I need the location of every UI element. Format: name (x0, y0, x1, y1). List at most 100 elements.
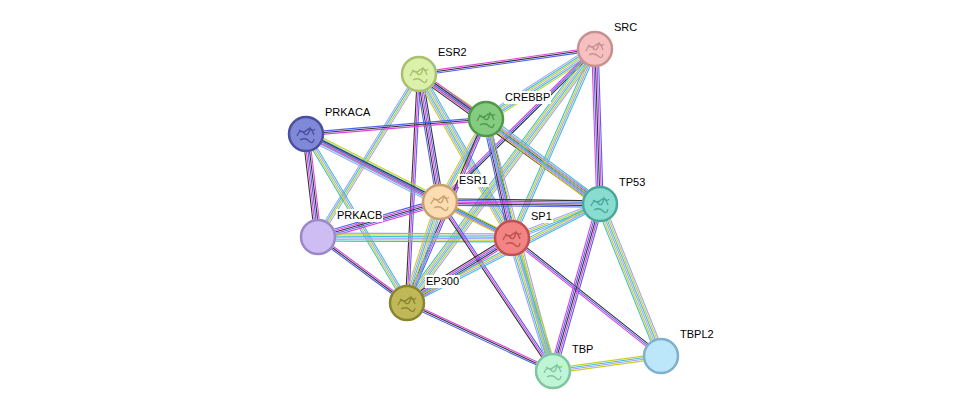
interaction-edge (458, 199, 582, 207)
evidence-line (455, 212, 495, 232)
evidence-line (336, 209, 423, 234)
evidence-line (555, 220, 592, 352)
node-circle (422, 184, 458, 220)
evidence-line (502, 128, 587, 191)
evidence-line (556, 221, 593, 353)
evidence-line (324, 119, 468, 131)
evidence-line (558, 221, 595, 353)
evidence-line (488, 137, 546, 354)
evidence-line (521, 254, 551, 353)
interaction-edge (570, 356, 643, 371)
evidence-line (604, 222, 652, 341)
evidence-line (499, 132, 584, 195)
interaction-edge (414, 61, 587, 291)
node-circle (389, 285, 425, 321)
protein-node: EP300 (389, 285, 425, 321)
evidence-line (607, 220, 655, 339)
evidence-line (420, 92, 435, 184)
protein-node: TBPL2 (643, 338, 679, 374)
evidence-line (321, 144, 495, 232)
evidence-line (324, 139, 426, 191)
node-label: CREBBP (504, 91, 551, 104)
evidence-line (456, 211, 496, 231)
evidence-line (493, 136, 551, 353)
evidence-line (423, 311, 536, 364)
evidence-line (320, 146, 422, 198)
evidence-line (305, 152, 313, 219)
evidence-line (503, 127, 588, 190)
evidence-line (422, 247, 496, 293)
evidence-line (335, 207, 422, 232)
evidence-line (501, 129, 586, 192)
node-circle (468, 101, 504, 137)
evidence-line (458, 205, 582, 207)
evidence-line (322, 142, 496, 230)
interaction-edge (422, 210, 585, 297)
node-circle (577, 31, 613, 67)
evidence-line (336, 241, 494, 243)
evidence-line (561, 222, 598, 354)
evidence-line (336, 236, 494, 238)
evidence-line (332, 248, 392, 293)
evidence-line (336, 234, 494, 236)
evidence-line (336, 233, 494, 235)
evidence-line (323, 141, 497, 229)
evidence-line (334, 204, 421, 229)
node-label: SP1 (530, 210, 553, 223)
evidence-line (421, 245, 495, 291)
evidence-line (517, 255, 547, 354)
evidence-line (416, 136, 481, 287)
evidence-line (452, 61, 581, 189)
node-label: ESR2 (437, 46, 468, 59)
interaction-edge (423, 309, 538, 365)
evidence-line (521, 66, 590, 222)
node-circle (535, 353, 571, 389)
protein-node: CREBBP (468, 101, 504, 137)
protein-node: ESR1 (422, 184, 458, 220)
evidence-line (414, 136, 479, 287)
node-circle (401, 56, 437, 92)
protein-node: PRKACA (288, 116, 324, 152)
evidence-line (457, 208, 497, 228)
protein-node: SP1 (494, 220, 530, 256)
evidence-line (423, 212, 584, 295)
evidence-line (606, 221, 654, 340)
interaction-edge (321, 141, 496, 232)
evidence-line (571, 361, 643, 371)
interaction-edge (336, 233, 494, 242)
interaction-edge (592, 67, 602, 186)
node-circle (494, 220, 530, 256)
evidence-line (500, 130, 585, 193)
interaction-edge (332, 246, 394, 293)
evidence-line (520, 254, 550, 353)
evidence-line (610, 219, 658, 338)
evidence-line (513, 256, 543, 355)
evidence-line (335, 205, 422, 230)
evidence-line (515, 256, 545, 355)
evidence-line (500, 57, 579, 108)
protein-node: TBP (535, 353, 571, 389)
interaction-edge (513, 254, 551, 355)
evidence-line (502, 61, 581, 112)
node-circle (300, 219, 336, 255)
evidence-line (498, 133, 583, 196)
evidence-line (432, 87, 584, 196)
node-label: ESR1 (458, 174, 489, 187)
evidence-line (332, 249, 392, 294)
evidence-line (419, 92, 434, 184)
evidence-line (336, 237, 494, 239)
evidence-line (571, 359, 643, 369)
evidence-line (491, 136, 549, 353)
node-label: SRC (613, 21, 638, 34)
evidence-line (424, 309, 537, 362)
evidence-line (423, 213, 584, 296)
node-circle (288, 116, 324, 152)
protein-node: PRKACB (300, 219, 336, 255)
interaction-edge (334, 204, 423, 235)
node-label: TP53 (618, 176, 646, 189)
interaction-edge (555, 220, 598, 354)
interaction-edge (603, 219, 658, 341)
node-label: TBPL2 (679, 328, 715, 341)
